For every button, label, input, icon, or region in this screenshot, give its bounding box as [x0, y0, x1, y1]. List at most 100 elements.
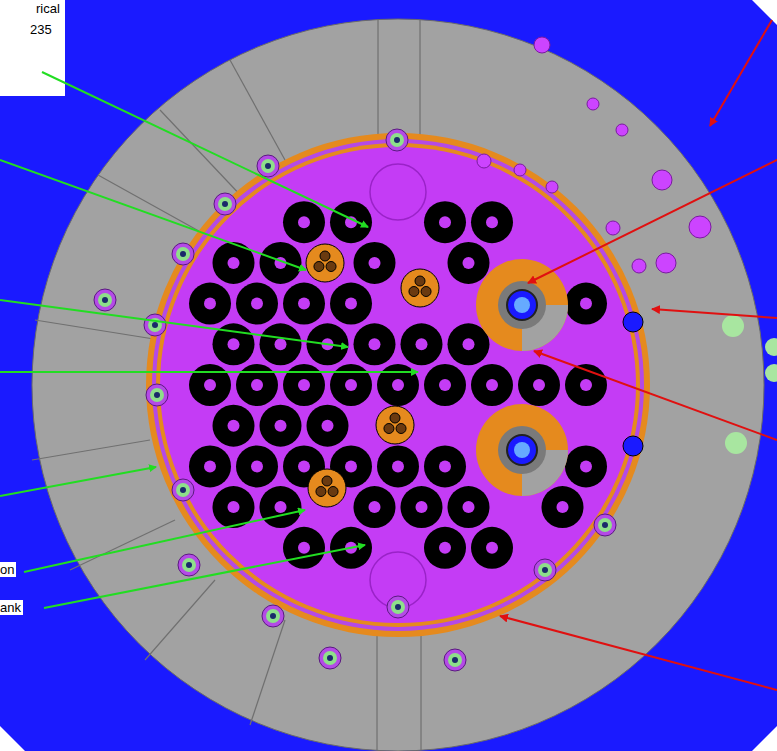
absorber-pin [409, 287, 419, 297]
fuel-element [236, 445, 278, 487]
fuel-center [345, 379, 357, 391]
channel-liner [182, 558, 196, 572]
label-panel [0, 0, 65, 96]
channel-bore [186, 562, 192, 568]
channel-bore [270, 613, 276, 619]
channel-liner [176, 483, 190, 497]
channel-outer [534, 559, 556, 581]
fuel-element [260, 242, 302, 284]
fuel-element [565, 283, 607, 325]
fuel-element [542, 486, 584, 528]
fuel-element [377, 364, 419, 406]
callout-text: rical [36, 1, 60, 16]
fuel-center [580, 379, 592, 391]
cold-source-channels [623, 312, 777, 456]
fuel-element [354, 486, 396, 528]
fuel-element [283, 527, 325, 569]
channel-outer [262, 605, 284, 627]
absorber-pin [322, 476, 332, 486]
fuel-element [260, 486, 302, 528]
fuel-center [369, 501, 381, 513]
fuel-center [486, 542, 498, 554]
fuel-center [275, 338, 287, 350]
fuel-center [298, 379, 310, 391]
fuel-center [439, 542, 451, 554]
channel-outer [178, 554, 200, 576]
fuel-center [345, 298, 357, 310]
fuel-center [228, 420, 240, 432]
channel-outer [146, 384, 168, 406]
absorber-pin [421, 287, 431, 297]
fuel-element [471, 527, 513, 569]
fuel-center [580, 460, 592, 472]
channel-bore [180, 487, 186, 493]
fuel-center [298, 298, 310, 310]
fuel-center [275, 501, 287, 513]
channel-liner [266, 609, 280, 623]
channel-bore [542, 567, 548, 573]
channel-outer [94, 289, 116, 311]
fuel-center [392, 460, 404, 472]
red-leader-lines [500, 20, 777, 690]
fuel-center [298, 216, 310, 228]
channel-bore [452, 657, 458, 663]
fuel-center [251, 298, 263, 310]
channel-bore [152, 322, 158, 328]
fuel-element [283, 283, 325, 325]
fuel-center [251, 460, 263, 472]
fuel-element [471, 364, 513, 406]
beam-port-holes [477, 37, 711, 273]
channel-liner [261, 159, 275, 173]
fuel-element [518, 364, 560, 406]
channel-outer [214, 193, 236, 215]
fuel-element [424, 364, 466, 406]
fuel-center [275, 420, 287, 432]
fuel-center [463, 338, 475, 350]
fuel-center [416, 501, 428, 513]
fuel-center [369, 257, 381, 269]
fuel-center [392, 379, 404, 391]
channel-bore [154, 392, 160, 398]
fuel-center [369, 338, 381, 350]
fuel-center [439, 379, 451, 391]
fuel-element [424, 445, 466, 487]
channel-outer [319, 647, 341, 669]
fuel-element [236, 283, 278, 325]
fuel-center [228, 501, 240, 513]
channel-liner [448, 653, 462, 667]
control-rod [401, 269, 439, 307]
irradiation-channel [370, 164, 426, 220]
channel-outer [594, 514, 616, 536]
fuel-element [260, 405, 302, 447]
channel-liner [150, 388, 164, 402]
channel-liner [218, 197, 232, 211]
green-leader-lines [0, 72, 418, 608]
fuel-element [354, 323, 396, 365]
fuel-element [401, 323, 443, 365]
channel-liner [391, 600, 405, 614]
fuel-element [330, 201, 372, 243]
fuel-element [236, 364, 278, 406]
channel-bore [102, 297, 108, 303]
fuel-element [189, 364, 231, 406]
fuel-elements [189, 201, 607, 569]
channel-liner [598, 518, 612, 532]
channel-bore [327, 655, 333, 661]
fuel-element [283, 364, 325, 406]
fuel-center [322, 420, 334, 432]
fuel-element [307, 405, 349, 447]
absorber-pin [415, 276, 425, 286]
fuel-element [471, 201, 513, 243]
channel-liner [323, 651, 337, 665]
callout-text: on [0, 562, 16, 577]
fuel-center [580, 298, 592, 310]
absorber-pin [390, 413, 400, 423]
channel-outer [172, 243, 194, 265]
channel-outer [387, 596, 409, 618]
channel-bore [395, 604, 401, 610]
fuel-element [189, 283, 231, 325]
control-rod [306, 244, 344, 282]
fuel-element [354, 242, 396, 284]
